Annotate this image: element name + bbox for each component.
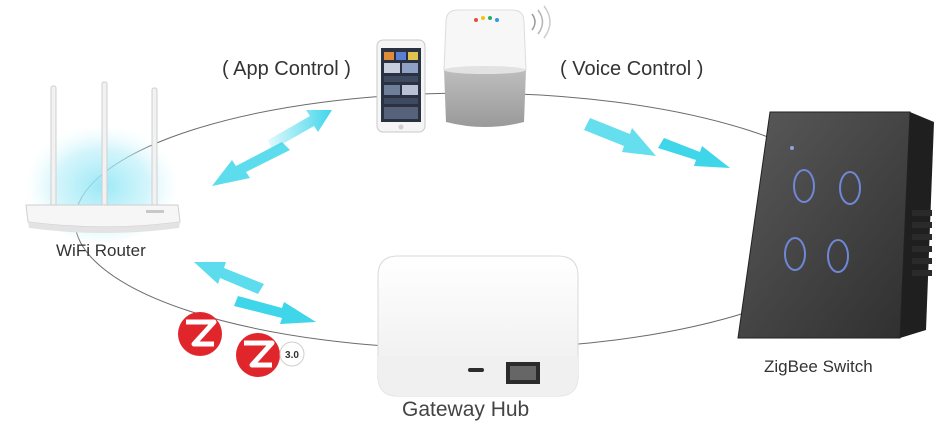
arrow-icon: [658, 138, 730, 168]
zigbee-version-label: 3.0: [285, 350, 299, 361]
arrow-icon: [234, 296, 316, 324]
gateway-hub-label: Gateway Hub: [402, 398, 530, 421]
arrow-icon: [194, 262, 264, 294]
router-icon: [24, 81, 181, 242]
wifi-router-label: WiFi Router: [56, 241, 146, 260]
phone-icon: [376, 39, 426, 133]
arrow-icon: [268, 110, 332, 150]
arrow-icon: [584, 118, 656, 156]
gateway-hub-icon: [377, 255, 579, 397]
zigbee-switch-label: ZigBee Switch: [764, 357, 873, 376]
zigbee-logo-icon: 3.0: [236, 333, 305, 377]
zigbee-logo-icon: [178, 312, 222, 356]
arrow-icon: [212, 142, 290, 186]
zigbee-switch-icon: [737, 111, 934, 339]
voice-control-label: ( Voice Control ): [560, 58, 704, 80]
smart-speaker-icon: [443, 5, 551, 127]
app-control-label: ( App Control ): [222, 58, 351, 80]
